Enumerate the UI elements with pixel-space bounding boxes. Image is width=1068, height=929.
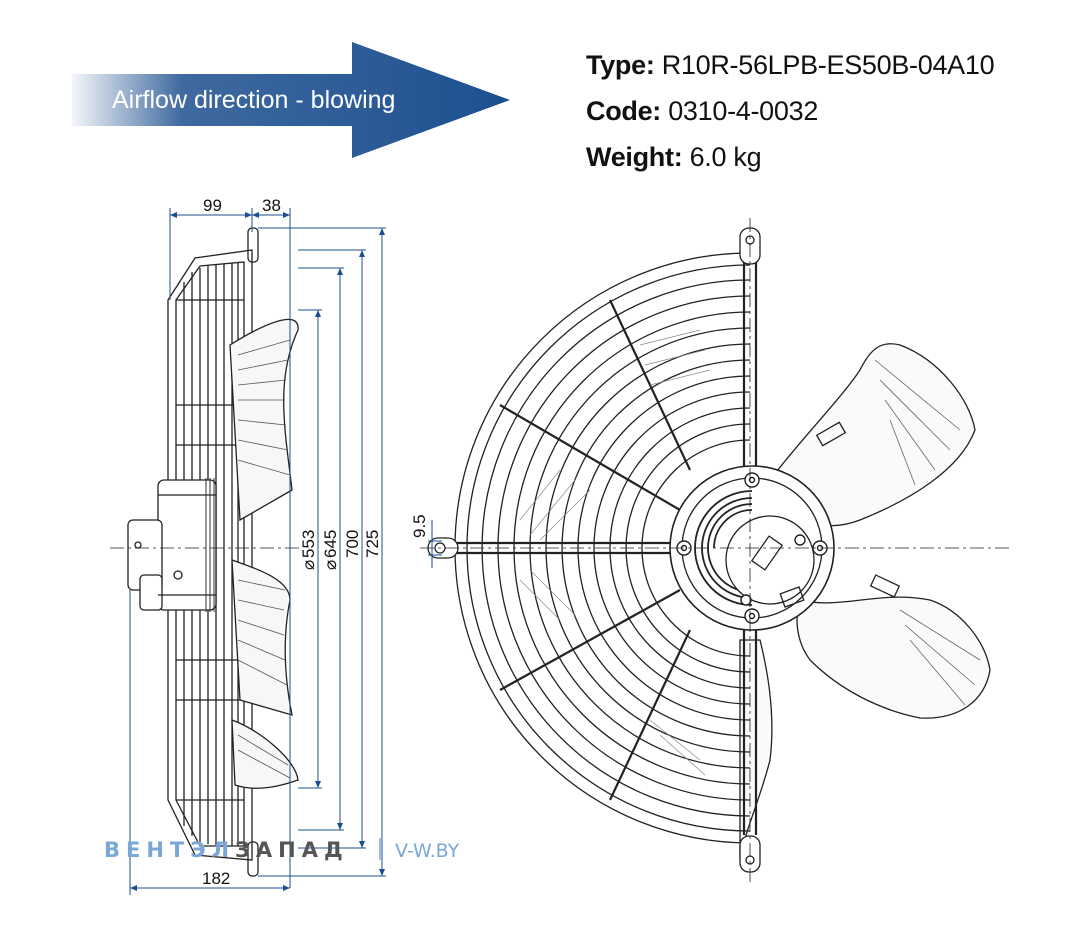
spec-code-label: Code: xyxy=(586,96,661,126)
hole-dimension xyxy=(428,520,442,568)
airflow-label: Airflow direction - blowing xyxy=(112,86,395,114)
spec-weight: Weight: 6.0 kg xyxy=(586,142,762,173)
watermark-brand-part1: ВЕНТЭЛ xyxy=(104,838,235,862)
dim-38: 38 xyxy=(262,196,281,215)
dim-99: 99 xyxy=(203,196,222,215)
airflow-arrow: Airflow direction - blowing xyxy=(72,42,510,158)
hub-label xyxy=(750,535,784,571)
dimension-arrowheads xyxy=(130,212,385,891)
spec-code: Code: 0310-4-0032 xyxy=(586,96,818,127)
side-dimensions xyxy=(129,208,386,895)
dim-9-5: 9.5 xyxy=(410,514,429,538)
watermark: ВЕНТЭЛ ЗАПАД V-W.BY xyxy=(104,838,460,862)
watermark-url: V-W.BY xyxy=(395,840,460,862)
dim-182: 182 xyxy=(202,869,230,888)
dim-725: 725 xyxy=(363,530,382,558)
blade-lower xyxy=(796,596,991,719)
blade-upper xyxy=(769,343,976,527)
dim-645: 645 xyxy=(321,530,340,558)
dim-553: 553 xyxy=(299,530,318,558)
spec-code-value: 0310-4-0032 xyxy=(668,96,819,126)
spec-type: Type: R10R-56LPB-ES50B-04A10 xyxy=(586,50,995,81)
watermark-brand-part2: ЗАПАД xyxy=(235,838,349,862)
dim-diameter-symbol-645: ⌀ xyxy=(321,560,340,570)
spec-type-label: Type: xyxy=(586,50,655,80)
side-view xyxy=(127,227,299,877)
spec-weight-label: Weight: xyxy=(586,142,683,172)
front-view xyxy=(427,227,991,873)
spec-type-value: R10R-56LPB-ES50B-04A10 xyxy=(661,50,995,80)
spec-weight-value: 6.0 kg xyxy=(689,142,762,172)
dim-diameter-symbol-553: ⌀ xyxy=(299,560,318,570)
dim-700: 700 xyxy=(343,530,362,558)
guard-hatch xyxy=(519,329,711,776)
